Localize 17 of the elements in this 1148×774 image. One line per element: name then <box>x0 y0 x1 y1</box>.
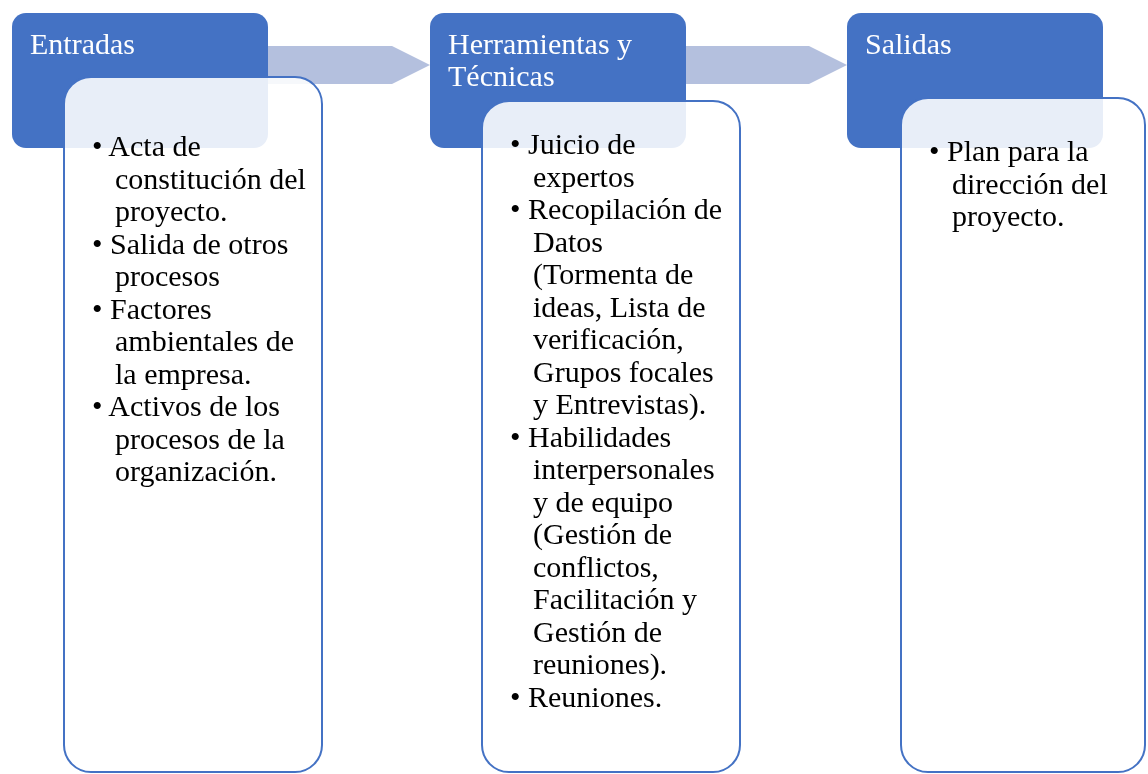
bullet-item: • Salida de otros procesos <box>92 227 290 293</box>
bullet-item: • Juicio de expertos <box>510 128 637 193</box>
list-box <box>900 97 1146 773</box>
bullet-item: • Plan para la dirección del proyecto. <box>929 135 1109 233</box>
header-text: Salidas <box>865 28 952 60</box>
list-box <box>481 100 741 773</box>
header-text: Herramientas y Técnicas <box>448 28 634 92</box>
bullet-item: • Habilidades interpersonales y de equipo (Gestión de conflictos, Facilitación y Gestión de reuniones). <box>510 420 716 681</box>
list-box <box>63 76 323 773</box>
block-arrow <box>686 46 847 84</box>
bullet-item: • Acta de constitución del proyecto. <box>92 130 307 228</box>
bullet-item: • Activos de los procesos de la organización. <box>92 390 286 488</box>
bullet-item: • Factores ambientales de la empresa. <box>92 292 296 390</box>
block-arrow <box>268 46 430 84</box>
header-text: Entradas <box>30 28 135 60</box>
bullet-item: • Reuniones. <box>510 680 663 713</box>
bullet-item: • Recopilación de Datos (Tormenta de ideas, Lista de verificación, Grupos focales y Entrevistas). <box>510 193 724 421</box>
